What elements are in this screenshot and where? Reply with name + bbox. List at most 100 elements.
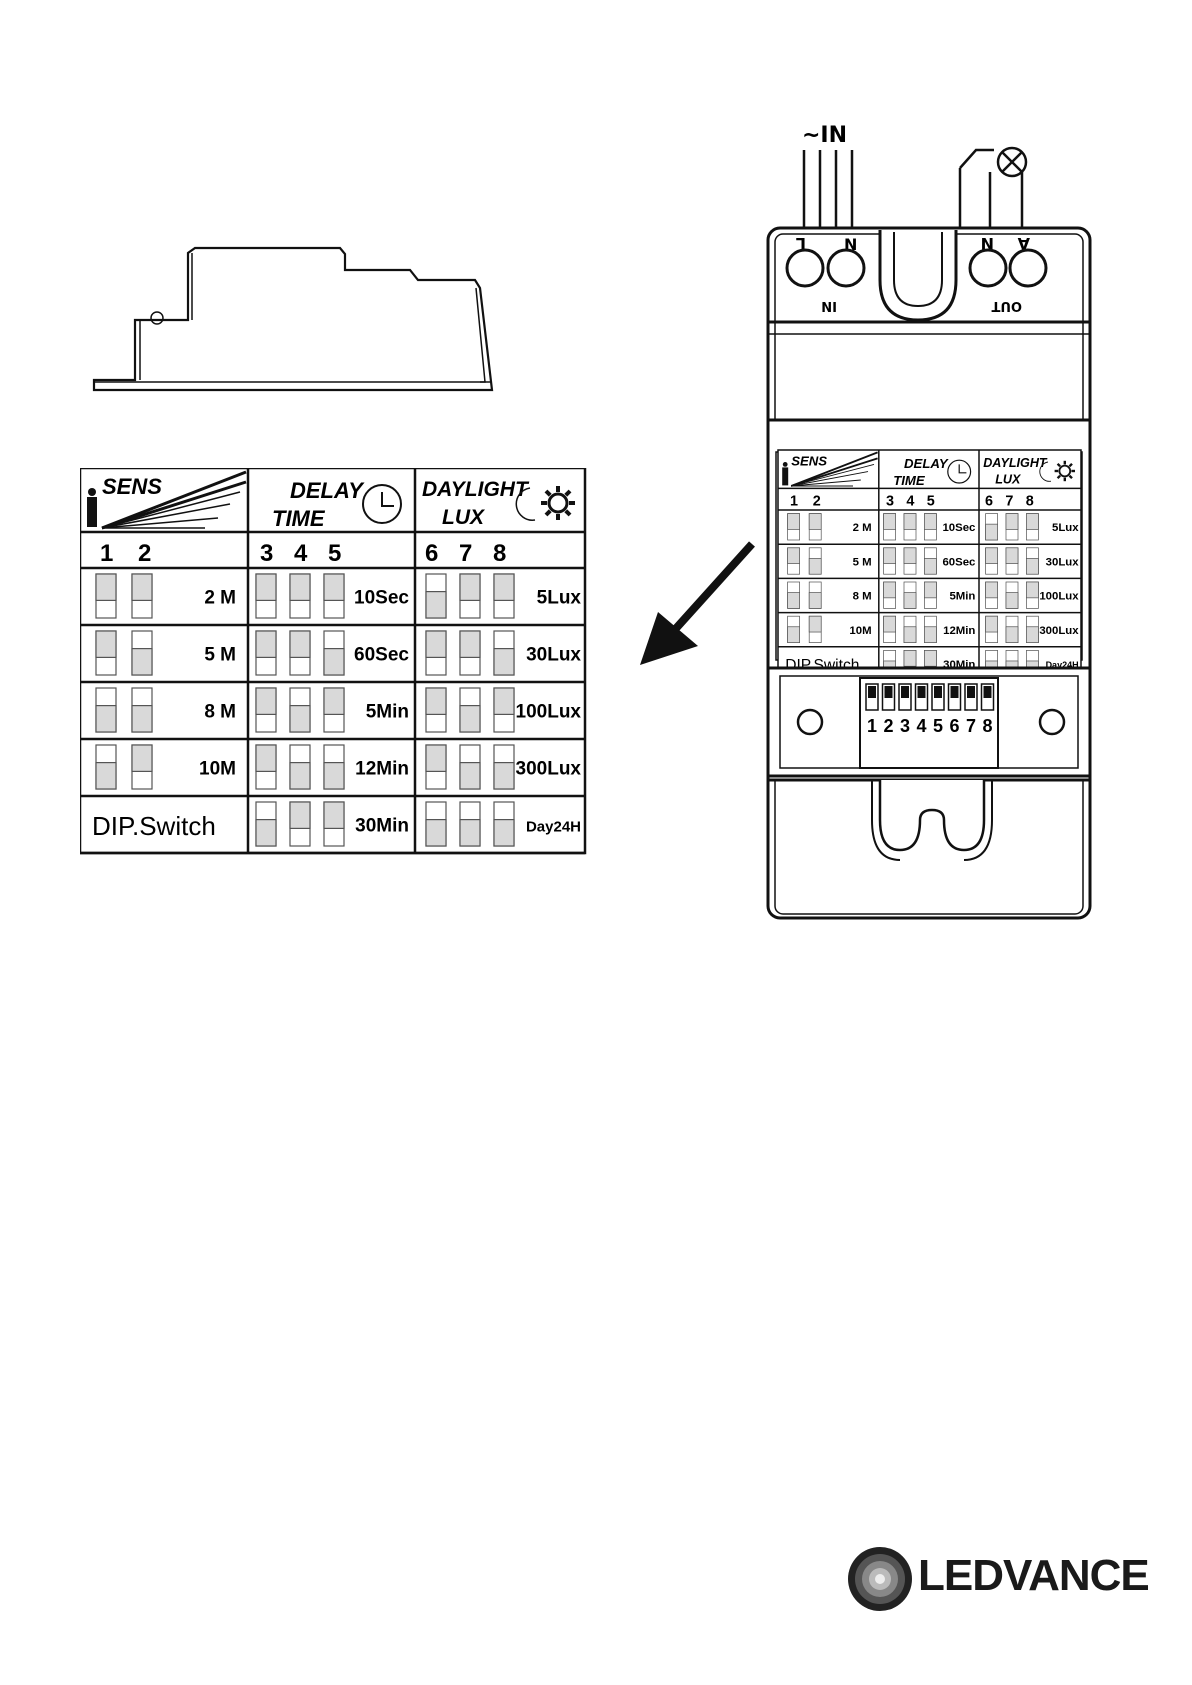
dip-switch [1026, 615, 1039, 643]
delay-value: 12Min [943, 625, 975, 637]
dip-switch [493, 687, 515, 733]
lux-value: 30Lux [1046, 556, 1080, 568]
dip-switch [924, 547, 937, 575]
delay-value: 60Sec [354, 644, 409, 665]
sens-value: 10M [849, 625, 871, 637]
sensor-range-icon [101, 470, 247, 530]
dip-switch [323, 630, 345, 676]
dip-switch [131, 630, 153, 676]
dip-switch [1005, 581, 1019, 609]
device-dip-number: 8 [982, 716, 992, 736]
dip-switch [459, 801, 481, 847]
switch-number: 1 [790, 494, 798, 510]
lux-value: 5Lux [1052, 522, 1079, 534]
switch-number: 6 [985, 494, 993, 510]
dip-switch [255, 687, 277, 733]
sens-value: 5 M [204, 644, 236, 665]
header-delay-2: TIME [893, 473, 926, 488]
clock-icon [947, 459, 972, 484]
dip-switch [985, 581, 998, 609]
dip-switch [425, 630, 447, 676]
dip-switch [95, 687, 117, 733]
switch-number: 3 [260, 540, 273, 567]
dip-switch [95, 744, 117, 790]
dip-switch [425, 687, 447, 733]
dip-switch [787, 581, 800, 609]
dip-switch [1026, 513, 1039, 541]
dip-switch [493, 630, 515, 676]
dip-switch [808, 547, 822, 575]
dip-switch [493, 573, 515, 619]
dip-switch [255, 573, 277, 619]
delay-value: 12Min [355, 758, 409, 779]
lux-value: 30Lux [526, 644, 581, 665]
delay-value: 5Min [949, 591, 975, 603]
sens-value: 2 M [204, 587, 236, 608]
sens-value: 8 M [853, 591, 872, 603]
lux-value: 300Lux [1039, 625, 1079, 637]
dip-switch [425, 573, 447, 619]
dip-switch [459, 630, 481, 676]
dip-switch [903, 615, 917, 643]
dip-switch [255, 744, 277, 790]
lux-value: 100Lux [1039, 591, 1079, 603]
sun-moon-icon [1039, 460, 1075, 482]
lux-value: 300Lux [516, 758, 582, 779]
sun-moon-icon [515, 486, 575, 521]
device-dip-number: 2 [883, 716, 893, 736]
delay-value: 10Sec [354, 587, 409, 608]
dip-switch [808, 615, 822, 643]
dip-switch [289, 687, 311, 733]
lux-value: Day24H [526, 818, 581, 835]
dip-switch [289, 744, 311, 790]
dip-switch [289, 573, 311, 619]
switch-number: 5 [328, 540, 341, 567]
dip-switch [985, 547, 998, 575]
switch-number: 4 [906, 494, 914, 510]
dip-switch [903, 581, 917, 609]
switch-number: 7 [1005, 494, 1013, 510]
dip-switch [95, 630, 117, 676]
dip-switch [95, 573, 117, 619]
dip-switch [787, 513, 800, 541]
dip-switch [323, 687, 345, 733]
header-sens: SENS [791, 454, 827, 469]
dip-switch [985, 615, 998, 643]
sensor-range-icon [790, 451, 878, 487]
dip-switch [1005, 513, 1019, 541]
dip-switch [323, 573, 345, 619]
delay-value: 10Sec [942, 522, 975, 534]
dip-switch [787, 547, 800, 575]
lux-value: 100Lux [516, 701, 582, 722]
switch-number: 7 [459, 540, 472, 567]
header-daylight-2: LUX [995, 473, 1022, 487]
ledvance-logo-mark [848, 1547, 912, 1611]
header-sens: SENS [102, 474, 162, 499]
device-dip-number: 6 [949, 716, 959, 736]
device-dip-number: 5 [933, 716, 943, 736]
dip-switch [924, 615, 937, 643]
dip-switch [1026, 547, 1039, 575]
switch-number: 4 [294, 540, 308, 567]
dip-switch [493, 801, 515, 847]
terminal-a: A [1017, 234, 1030, 253]
pointer-arrow [640, 541, 755, 665]
dip-switch [131, 573, 153, 619]
header-delay-1: DELAY [904, 456, 949, 471]
dip-switch [459, 573, 481, 619]
dip-switch [289, 801, 311, 847]
delay-value: 5Min [366, 701, 409, 722]
dip-switch [255, 630, 277, 676]
dip-switch [924, 513, 937, 541]
sens-value: 8 M [204, 701, 236, 722]
dip-switch [903, 547, 917, 575]
in-label: IN [821, 298, 837, 313]
dip-switch [787, 615, 800, 643]
dip-switch [883, 547, 896, 575]
switch-number: 2 [813, 494, 821, 510]
device-dip-number: 1 [867, 716, 877, 736]
dip-switch-label: DIP.Switch [92, 811, 216, 841]
dip-switch [289, 630, 311, 676]
header-daylight-2: LUX [442, 506, 486, 529]
